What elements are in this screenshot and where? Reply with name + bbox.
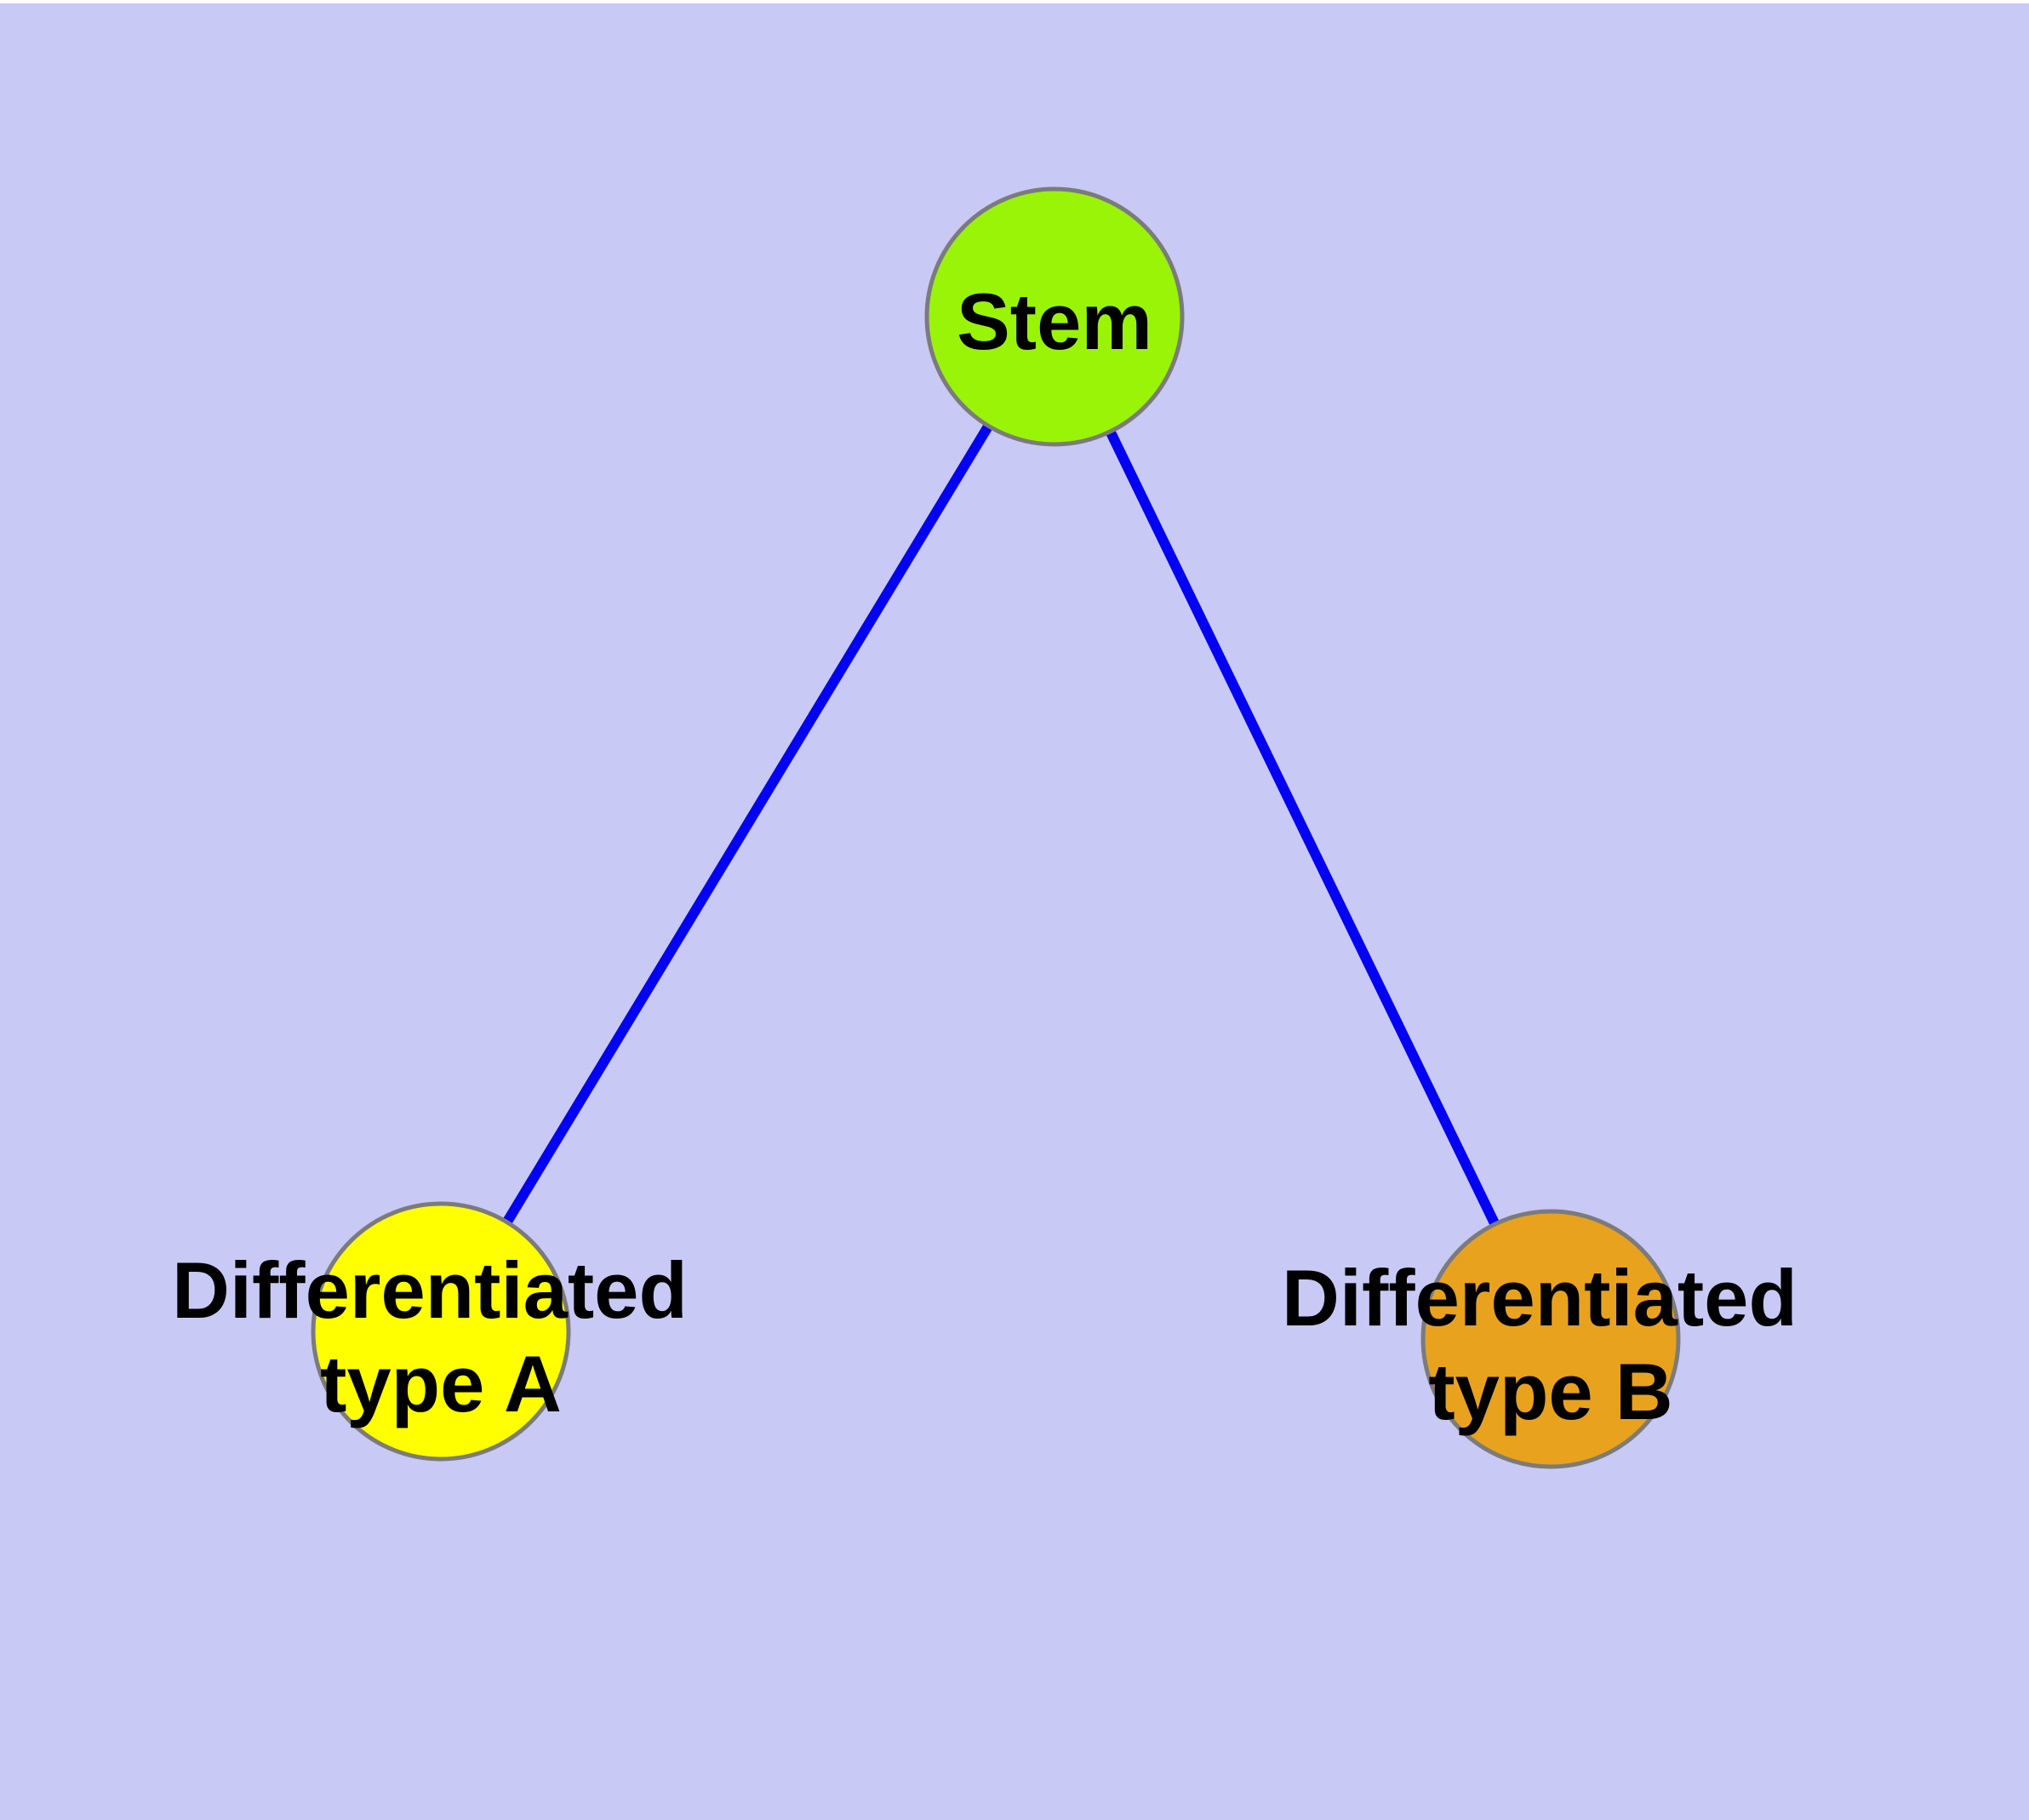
node-type-a-label: Differentiated type A bbox=[172, 1245, 710, 1428]
node-type-a-label-line2: type A bbox=[320, 1339, 562, 1428]
node-differentiated-type-a bbox=[311, 1201, 571, 1462]
edge-stem-to-type-a bbox=[436, 313, 1060, 1335]
node-stem bbox=[924, 186, 1185, 447]
node-stem-label: Stem bbox=[957, 277, 1152, 366]
node-type-b-label-line2: type B bbox=[1428, 1347, 1672, 1436]
node-type-b-label: Differentiated type B bbox=[1282, 1253, 1820, 1436]
edge-stem-to-type-b bbox=[1049, 314, 1556, 1342]
node-type-b-label-line1: Differentiated bbox=[1282, 1253, 1798, 1342]
node-differentiated-type-b bbox=[1420, 1209, 1681, 1469]
node-type-a-label-line1: Differentiated bbox=[172, 1245, 688, 1335]
